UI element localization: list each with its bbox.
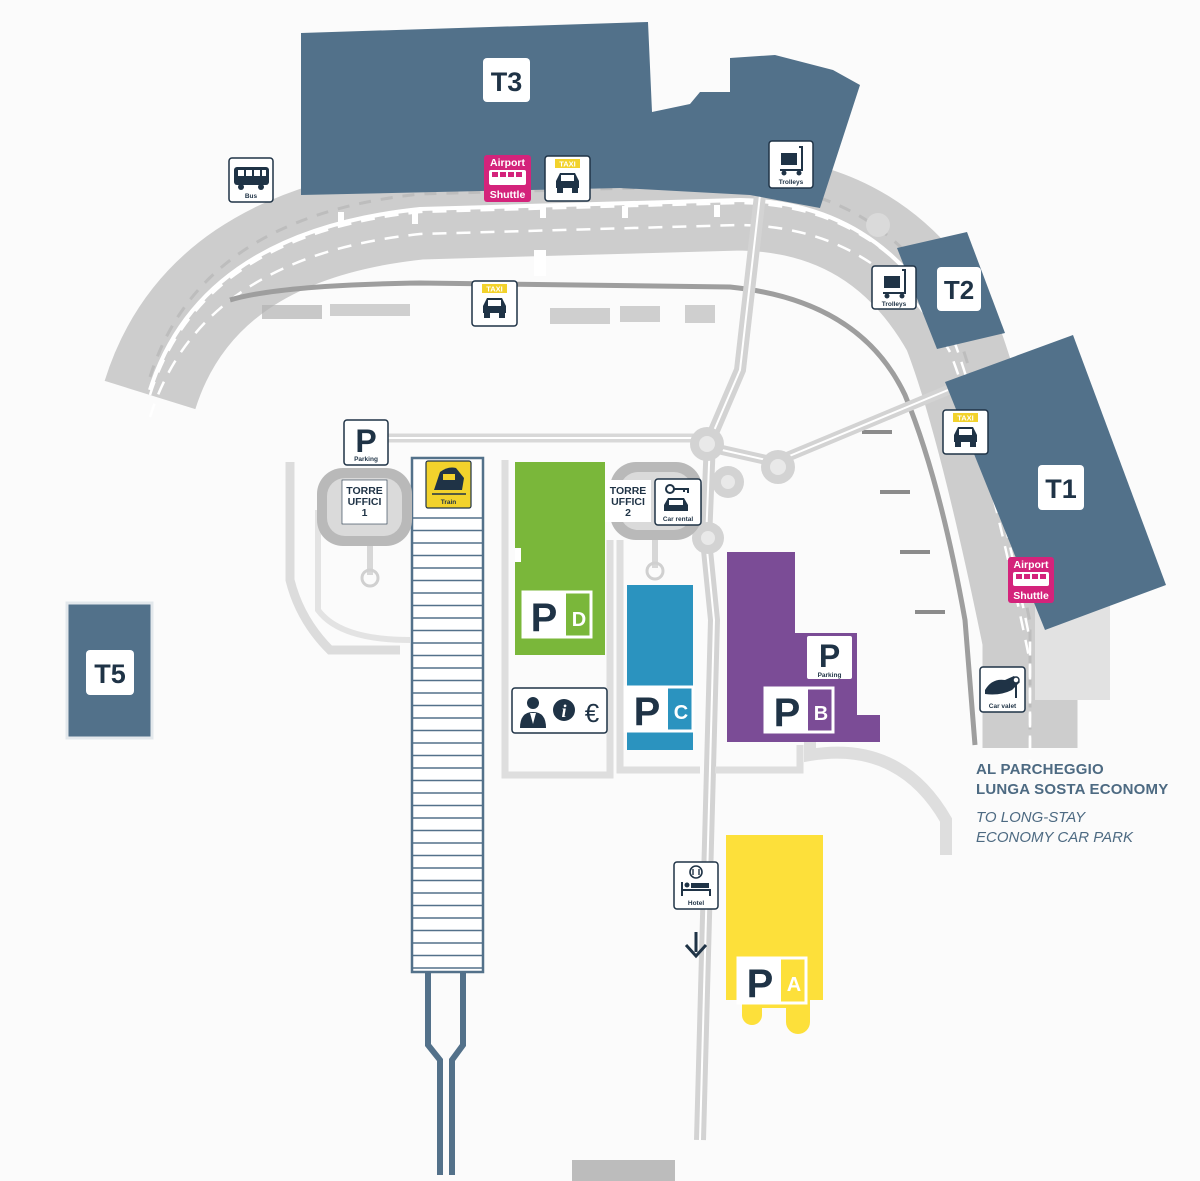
shuttle-bus-icon — [1013, 572, 1049, 586]
svg-text:Parking: Parking — [354, 456, 378, 463]
airport-shuttle-t1[interactable]: Airport Shuttle — [1008, 557, 1054, 603]
svg-text:Airport: Airport — [490, 157, 526, 169]
parking-sign-b[interactable]: P Parking — [805, 634, 854, 681]
car-valet[interactable]: Car valet — [979, 666, 1026, 713]
svg-text:P: P — [819, 638, 840, 674]
torre-uffici-1[interactable]: TORRE UFFICI 1 — [317, 468, 412, 546]
svg-text:TORRE: TORRE — [610, 485, 647, 497]
trolley-icon — [780, 146, 803, 176]
svg-text:Shuttle: Shuttle — [1013, 590, 1049, 602]
svg-text:UFFICI: UFFICI — [611, 496, 645, 508]
car-park-b[interactable]: P B — [727, 552, 880, 742]
bus-stop[interactable]: Bus — [228, 157, 274, 203]
svg-text:Airport: Airport — [1014, 559, 1050, 571]
svg-text:TAXI: TAXI — [559, 160, 576, 169]
taxi-rank-t3[interactable]: TAXI — [544, 155, 591, 202]
taxi-rank-road[interactable]: TAXI — [471, 280, 518, 327]
euro-icon: € — [585, 698, 600, 728]
svg-text:P: P — [355, 423, 376, 459]
car-park-b-letter: B — [814, 703, 828, 725]
svg-text:i: i — [561, 701, 566, 721]
taxi-icon — [556, 173, 579, 193]
terminal-t2-label: T2 — [944, 275, 974, 305]
terminal-t2[interactable]: T2 — [937, 267, 981, 311]
train-station — [410, 456, 485, 1175]
economy-car-park-direction[interactable]: AL PARCHEGGIO LUNGA SOSTA ECONOMY TO LON… — [976, 760, 1200, 848]
car-park-c-letter: C — [674, 702, 688, 724]
car-park-c-p: P — [634, 690, 661, 734]
terminal-t3[interactable]: T3 — [483, 58, 530, 102]
bus-icon — [234, 167, 269, 190]
taxi-icon — [483, 298, 506, 318]
car-key-icon — [664, 484, 689, 511]
trolley-icon — [883, 269, 906, 299]
terminal-t3-building — [301, 22, 860, 208]
car-park-c[interactable]: P C — [623, 585, 695, 750]
car-park-a[interactable]: P A — [726, 835, 823, 1034]
hotel-bed-icon — [681, 865, 711, 896]
svg-text:Trolleys: Trolleys — [779, 179, 804, 186]
svg-text:Parking: Parking — [818, 672, 842, 679]
poi-icons: Bus Airport Shuttle TAXI — [228, 140, 1054, 959]
direction-english: TO LONG-STAY ECONOMY CAR PARK — [976, 809, 1133, 846]
svg-text:Car rental: Car rental — [663, 516, 694, 523]
car-park-b-p: P — [774, 691, 801, 735]
svg-text:Car valet: Car valet — [989, 703, 1017, 710]
car-park-d[interactable]: P D — [515, 462, 605, 655]
terminal-t1[interactable]: T1 — [1038, 465, 1084, 510]
car-park-d-letter: D — [572, 609, 586, 631]
car-rental[interactable]: Car rental — [654, 478, 702, 526]
svg-text:Bus: Bus — [245, 193, 258, 200]
trolleys-t2[interactable]: Trolleys — [871, 265, 917, 310]
svg-text:Shuttle: Shuttle — [490, 189, 526, 201]
taxi-icon — [954, 427, 977, 447]
info-desk-icon: i — [520, 697, 575, 728]
parking-sign-top[interactable]: P Parking — [343, 419, 389, 466]
svg-text:TAXI: TAXI — [486, 285, 503, 294]
car-park-d-p: P — [531, 596, 558, 640]
svg-text:2: 2 — [625, 507, 631, 519]
car-parks: P D P C P B P A — [515, 462, 880, 1034]
terminal-t1-label: T1 — [1045, 474, 1077, 504]
direction-italian: AL PARCHEGGIO LUNGA SOSTA ECONOMY — [976, 761, 1169, 798]
svg-text:1: 1 — [362, 507, 368, 519]
svg-text:Train: Train — [441, 499, 457, 506]
valet-key-icon — [985, 676, 1020, 698]
down-arrow-icon — [684, 932, 708, 959]
svg-text:TORRE: TORRE — [346, 485, 383, 497]
svg-text:TAXI: TAXI — [957, 414, 974, 423]
train-icon — [432, 467, 466, 495]
office-towers: TORRE UFFICI 1 TORRE UFFICI 2 — [317, 462, 702, 546]
trolleys-t3[interactable]: Trolleys — [768, 140, 814, 189]
train-stop[interactable]: Train — [425, 460, 472, 509]
info-exchange-desk[interactable]: i € — [511, 687, 608, 734]
taxi-rank-t1[interactable]: TAXI — [942, 409, 989, 455]
terminal-t5-label: T5 — [94, 659, 126, 689]
terminal-t3-label: T3 — [491, 67, 523, 97]
svg-text:UFFICI: UFFICI — [348, 496, 382, 508]
terminals: T3 T2 T1 T5 — [65, 22, 1166, 740]
airport-shuttle-t3[interactable]: Airport Shuttle — [484, 155, 531, 202]
shuttle-bus-icon — [489, 170, 526, 185]
svg-text:Trolleys: Trolleys — [882, 301, 907, 308]
car-park-a-p: P — [747, 962, 774, 1006]
terminal-t5[interactable]: T5 — [86, 650, 134, 695]
svg-text:Hotel: Hotel — [688, 900, 704, 907]
hotel[interactable]: Hotel — [673, 861, 719, 910]
car-park-a-letter: A — [787, 974, 801, 996]
